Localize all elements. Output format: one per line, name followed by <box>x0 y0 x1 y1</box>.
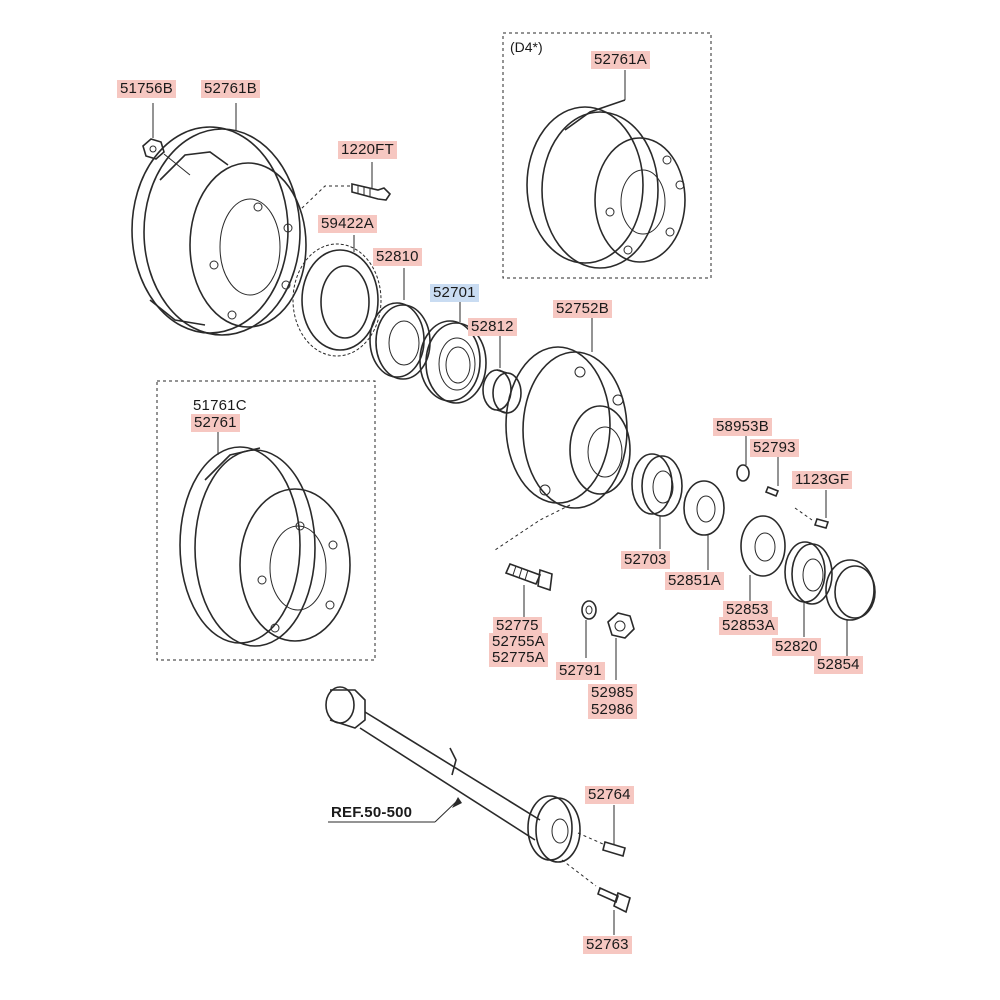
part-label-52810[interactable]: 52810 <box>373 248 422 266</box>
d4-variant-box <box>502 32 712 279</box>
part-label-52761A[interactable]: 52761A <box>591 51 650 69</box>
axle-shaft <box>325 686 581 863</box>
washer-52851A[interactable] <box>683 480 725 536</box>
part-label-52763[interactable]: 52763 <box>583 936 632 954</box>
alt-drum-box <box>156 380 376 661</box>
part-label-52761[interactable]: 52761 <box>191 414 240 432</box>
screw-52793[interactable] <box>764 485 780 498</box>
part-label-52986[interactable]: 52986 <box>588 701 637 719</box>
lock-washer-58953B[interactable] <box>736 464 750 482</box>
ref-label[interactable]: REF.50-500 <box>331 804 413 821</box>
part-label-58953B[interactable]: 58953B <box>713 418 772 436</box>
bolt-52763[interactable] <box>597 886 631 914</box>
ring-52854[interactable] <box>825 559 876 621</box>
part-label-1220FT[interactable]: 1220FT <box>338 141 397 159</box>
washer-52791[interactable] <box>581 600 597 620</box>
seal-52820[interactable] <box>784 541 833 605</box>
part-label-52791[interactable]: 52791 <box>556 662 605 680</box>
brake-drum-52761B[interactable] <box>131 126 307 336</box>
tone-ring-59422A[interactable] <box>292 243 382 357</box>
part-label-52752B[interactable]: 52752B <box>553 300 612 318</box>
part-label-52820[interactable]: 52820 <box>772 638 821 656</box>
part-label-52985[interactable]: 52985 <box>588 684 637 702</box>
part-label-52854[interactable]: 52854 <box>814 656 863 674</box>
part-label-52775[interactable]: 52775 <box>493 617 542 635</box>
part-label-52853[interactable]: 52853 <box>723 601 772 619</box>
part-label-52764[interactable]: 52764 <box>585 786 634 804</box>
part-label-52853A[interactable]: 52853A <box>719 617 778 635</box>
part-label-52812[interactable]: 52812 <box>468 318 517 336</box>
hub-52752B[interactable] <box>505 346 631 509</box>
part-label-52761B[interactable]: 52761B <box>201 80 260 98</box>
part-label-1123GF[interactable]: 1123GF <box>792 471 853 489</box>
screw-1123GF[interactable] <box>813 518 830 529</box>
part-label-52703[interactable]: 52703 <box>621 551 670 569</box>
brake-drum-52761A[interactable] <box>526 99 686 269</box>
part-label-52793[interactable]: 52793 <box>750 439 799 457</box>
part-label-51761C: 51761C <box>193 397 247 414</box>
part-label-59422A[interactable]: 59422A <box>318 215 377 233</box>
part-label-52775A[interactable]: 52775A <box>489 649 548 667</box>
wheel-stud-52775[interactable] <box>504 562 553 592</box>
part-label-51756B[interactable]: 51756B <box>117 80 176 98</box>
brake-drum-52761[interactable] <box>179 446 351 647</box>
wheel-nut-52985[interactable] <box>607 612 635 639</box>
pin-52764[interactable] <box>602 840 626 858</box>
bearing-cup-52812[interactable] <box>482 369 522 414</box>
part-label-52701[interactable]: 52701 <box>430 284 479 302</box>
part-label-52851A[interactable]: 52851A <box>665 572 724 590</box>
part-label-52755A[interactable]: 52755A <box>489 633 548 651</box>
variant-tag: (D4*) <box>510 39 543 55</box>
bolt-1220FT[interactable] <box>351 182 392 201</box>
bearing-52703[interactable] <box>631 453 683 517</box>
lock-plate-52853[interactable] <box>740 515 786 577</box>
nut-51756B[interactable] <box>142 138 165 160</box>
ref-arrow <box>328 797 462 823</box>
bearing-52701[interactable] <box>419 320 487 404</box>
